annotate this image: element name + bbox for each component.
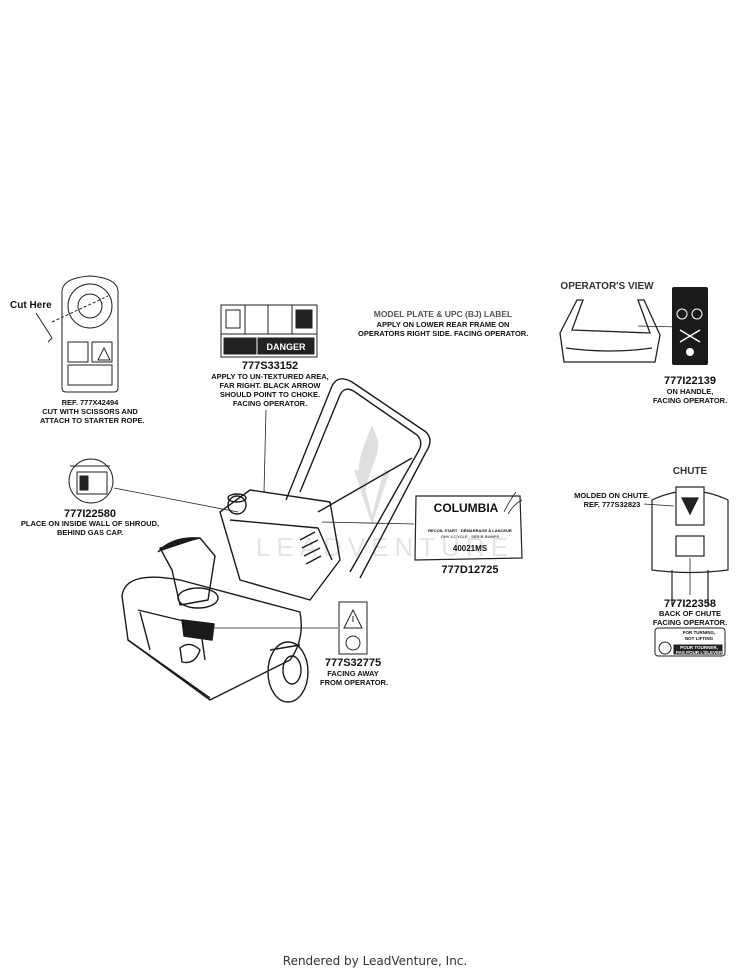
part-777I22358-number: 777I22358 xyxy=(664,598,716,610)
part-777S33152-note1: APPLY TO UN-TEXTURED AREA, xyxy=(211,372,329,381)
chute-mini-label xyxy=(654,627,726,657)
part-777I22139-number: 777I22139 xyxy=(664,375,716,387)
part-777S32775-note2: FROM OPERATOR. xyxy=(320,678,389,687)
model-plate-note2: OPERATORS RIGHT SIDE. FACING OPERATOR. xyxy=(358,329,529,338)
chute-molded-line1: MOLDED ON CHUTE. xyxy=(574,491,650,500)
starter-rope-decal xyxy=(51,275,119,393)
handle-decal xyxy=(672,287,708,365)
mini-label-line3: POUR TOURNER, xyxy=(680,645,718,650)
part-777X42494-ref: REF. 777X42494 xyxy=(61,398,119,407)
columbia-decal xyxy=(414,491,523,561)
gas-cap-decal xyxy=(68,458,114,504)
part-777S33152-note3: SHOULD POINT TO CHOKE. xyxy=(219,390,321,399)
columbia-line2: OHV 4-CYCLE · SÉR.B-RUMPS xyxy=(440,534,500,539)
part-777X42494-note1: CUT WITH SCISSORS AND xyxy=(42,407,138,416)
part-777I22358-note2: FACING OPERATOR. xyxy=(652,618,728,627)
part-777I22580-number: 777I22580 xyxy=(64,508,116,520)
chute-title: CHUTE xyxy=(672,466,708,477)
part-777S33152-note4: FACING OPERATOR. xyxy=(232,399,308,408)
columbia-line1: RECOIL START · DÉMARRAGE À LANCEUR xyxy=(428,528,512,533)
part-777S32775-number: 777S32775 xyxy=(324,657,382,669)
model-plate-note1: APPLY ON LOWER REAR FRAME ON xyxy=(376,320,510,329)
handle-leader xyxy=(637,325,679,328)
part-777I22580-note1: PLACE ON INSIDE WALL OF SHROUD, xyxy=(20,519,160,528)
snowblower-drawing xyxy=(121,378,431,703)
watermark-logo xyxy=(354,425,390,525)
operators-view-title: OPERATOR'S VIEW xyxy=(560,281,654,292)
chute-outline xyxy=(651,486,729,605)
part-777D12725-number: 777D12725 xyxy=(441,564,499,576)
part-777I22139-note1: ON HANDLE, xyxy=(666,387,714,396)
part-777S32775-note1: FACING AWAY xyxy=(327,669,379,678)
mini-label-line4: PAS POUR L'ÉLEVER xyxy=(676,650,723,655)
columbia-leader xyxy=(321,521,415,525)
part-777I22358-note1: BACK OF CHUTE xyxy=(658,609,722,618)
chute-molded-leader xyxy=(643,503,675,507)
cut-here-arrow xyxy=(35,312,53,343)
operator-view-handle xyxy=(559,299,661,363)
columbia-model: 40021MS xyxy=(452,544,488,553)
columbia-brand: COLUMBIA xyxy=(433,501,499,515)
part-777I22139-note2: FACING OPERATOR. xyxy=(652,396,728,405)
control-panel-leader xyxy=(263,409,267,493)
part-777S33152-note2: FAR RIGHT. BLACK ARROW xyxy=(219,381,321,390)
control-panel-decal xyxy=(220,304,318,358)
part-777S33152-number: 777S33152 xyxy=(241,360,299,372)
gas-cap-leader xyxy=(113,487,239,513)
part-777I22580-note2: BEHIND GAS CAP. xyxy=(56,528,124,537)
danger-word: DANGER xyxy=(266,342,306,352)
model-plate-title: MODEL PLATE & UPC (BJ) LABEL xyxy=(373,309,513,319)
mini-label-line1: FOR TURNING, xyxy=(682,630,716,635)
part-777X42494-note2: ATTACH TO STARTER ROPE. xyxy=(40,416,145,425)
chute-molded-line2: REF. 777S32823 xyxy=(583,500,641,509)
footer-credit: Rendered by LeadVenture, Inc. xyxy=(282,954,468,968)
cut-here-label: Cut Here xyxy=(10,300,52,311)
mini-label-line2: NOT LIFTING xyxy=(684,636,714,641)
warning-decal xyxy=(338,601,368,655)
